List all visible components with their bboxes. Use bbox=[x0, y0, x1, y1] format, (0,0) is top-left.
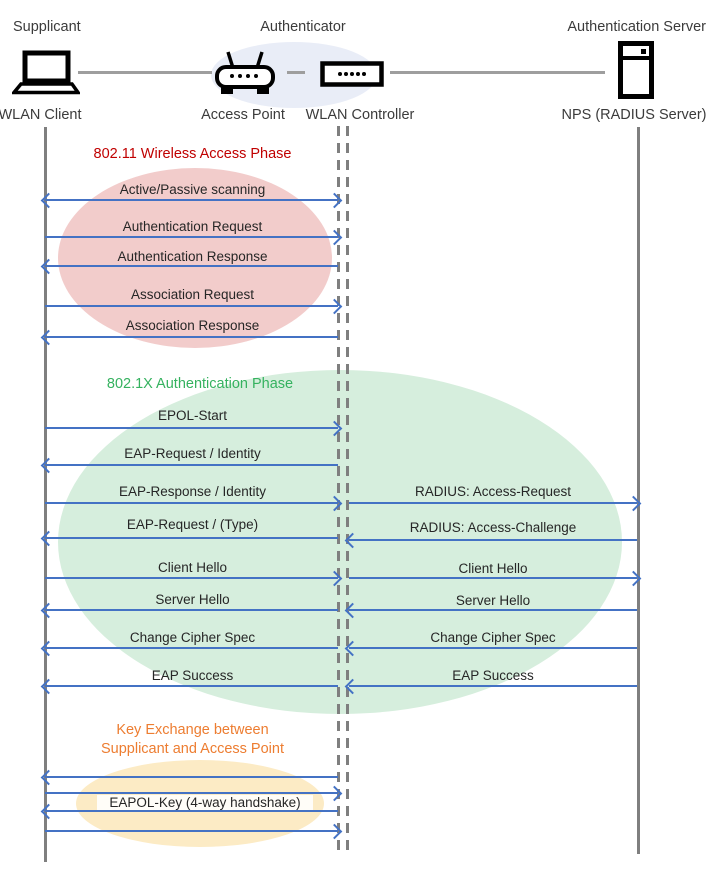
message-label: Server Hello bbox=[455, 593, 531, 608]
lifeline-radius-server bbox=[637, 127, 640, 854]
arrow-association-response bbox=[45, 336, 338, 338]
eapol-key-caption: EAPOL-Key (4-way handshake) bbox=[97, 795, 313, 810]
arrow-change-cipher-spec-left bbox=[45, 647, 338, 649]
message-label: EAP Success bbox=[151, 668, 234, 683]
message-label: Client Hello bbox=[458, 561, 528, 576]
arrow-client-hello-left bbox=[45, 577, 338, 579]
arrow-eapol-key-2 bbox=[45, 792, 338, 794]
arrow-authentication-response bbox=[45, 265, 338, 267]
server-icon bbox=[618, 41, 654, 104]
label-wlan-client: WLAN Client bbox=[0, 107, 82, 123]
phase1-title: 802.11 Wireless Access Phase bbox=[93, 146, 292, 162]
arrow-eapol-key-3 bbox=[45, 810, 338, 812]
message-label: Change Cipher Spec bbox=[129, 630, 256, 645]
arrow-association-request bbox=[45, 305, 338, 307]
connector-controller-server bbox=[390, 71, 605, 74]
phase3-title-line2: Supplicant and Access Point bbox=[101, 741, 284, 757]
arrow-eap-success-right bbox=[349, 685, 637, 687]
role-authentication-server: Authentication Server bbox=[567, 19, 706, 35]
arrow-eap-response-identity bbox=[45, 502, 338, 504]
phase2-title: 802.1X Authentication Phase bbox=[106, 376, 294, 392]
wlan-controller-icon bbox=[320, 61, 384, 92]
label-radius-server: NPS (RADIUS Server) bbox=[561, 107, 707, 123]
label-wlan-controller: WLAN Controller bbox=[305, 107, 415, 123]
message-label: EAP-Request / Identity bbox=[124, 446, 261, 461]
lifeline-authenticator-left bbox=[337, 126, 340, 852]
arrow-eap-request-identity bbox=[45, 464, 338, 466]
message-label: Association Request bbox=[130, 287, 255, 302]
message-label: EPOL-Start bbox=[157, 408, 228, 423]
message-label: Change Cipher Spec bbox=[430, 630, 556, 645]
arrow-authentication-request bbox=[45, 236, 338, 238]
lifeline-wlan-client bbox=[44, 127, 47, 862]
lifeline-authenticator-right bbox=[346, 126, 349, 852]
arrow-radius-access-request bbox=[349, 502, 637, 504]
connector-ap-controller bbox=[287, 71, 305, 74]
message-label: Authentication Response bbox=[117, 249, 268, 264]
message-label: Active/Passive scanning bbox=[119, 182, 266, 197]
message-label: Association Response bbox=[125, 318, 260, 333]
message-label: EAP-Response / Identity bbox=[118, 484, 267, 499]
arrow-eap-request-type bbox=[45, 537, 338, 539]
arrow-change-cipher-spec-right bbox=[349, 647, 637, 649]
label-access-point: Access Point bbox=[201, 107, 285, 123]
connector-client-ap bbox=[78, 71, 212, 74]
arrow-eapol-key-1 bbox=[45, 776, 338, 778]
message-label: RADIUS: Access-Request bbox=[414, 484, 572, 499]
message-label: EAP Success bbox=[452, 668, 534, 683]
phase3-title-line1: Key Exchange between bbox=[116, 722, 269, 738]
laptop-icon bbox=[10, 50, 82, 101]
arrow-eapol-key-4 bbox=[45, 830, 338, 832]
phase1-ellipse bbox=[58, 168, 332, 348]
message-label: EAP-Request / (Type) bbox=[126, 517, 259, 532]
message-label: Authentication Request bbox=[122, 219, 263, 234]
arrow-server-hello-left bbox=[45, 609, 338, 611]
role-authenticator: Authenticator bbox=[260, 19, 346, 35]
access-point-icon bbox=[212, 50, 278, 101]
arrow-server-hello-right bbox=[349, 609, 637, 611]
arrow-active-passive-scanning bbox=[45, 199, 338, 201]
arrow-client-hello-right bbox=[349, 577, 637, 579]
arrow-radius-access-challenge bbox=[349, 539, 637, 541]
message-label: Client Hello bbox=[157, 560, 228, 575]
role-supplicant: Supplicant bbox=[13, 19, 81, 35]
message-label: RADIUS: Access-Challenge bbox=[409, 520, 577, 535]
arrow-epol-start bbox=[45, 427, 338, 429]
message-label: Server Hello bbox=[155, 592, 230, 607]
arrow-eap-success-left bbox=[45, 685, 338, 687]
